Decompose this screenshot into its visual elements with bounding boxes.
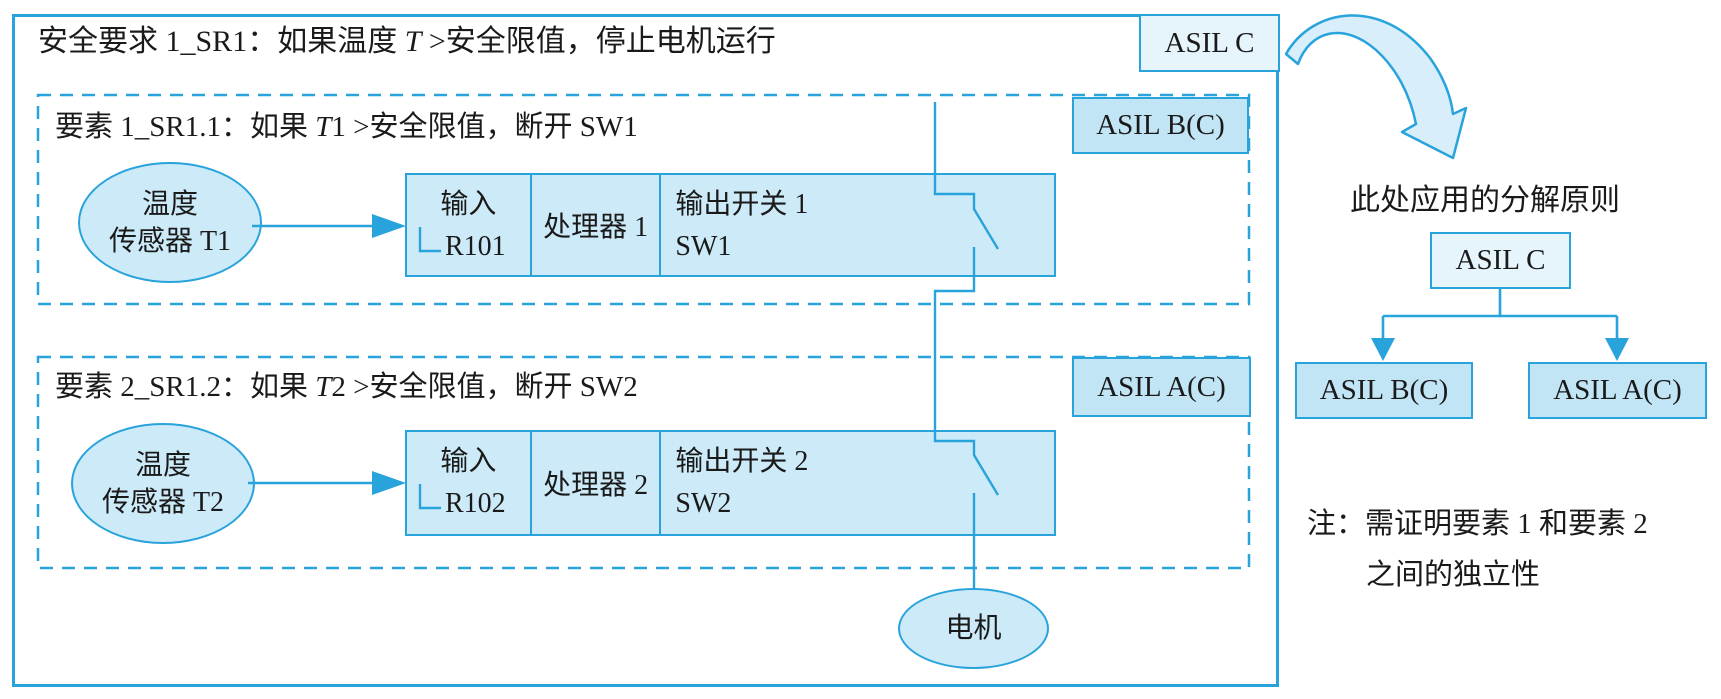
sensor1-label-line1: 温度 <box>141 188 198 220</box>
element2-asil-badge: ASIL A(C) <box>1072 357 1251 417</box>
safety-requirement-title: 安全要求 1_SR1：如果温度 T >安全限值，停止电机运行 <box>38 25 776 59</box>
title-text-post: >安全限值，停止电机运行 <box>421 25 776 58</box>
temperature-sensor-2-ellipse: 温度 传感器 T2 <box>71 423 255 544</box>
sensor2-label-line1: 温度 <box>134 449 191 481</box>
element2-channel-block: 输入 R102 处理器 2 输出开关 2 SW2 <box>405 430 1056 536</box>
element2-processor-cell: 处理器 2 <box>529 432 660 534</box>
tree-right-asil-ac-box: ASIL A(C) <box>1528 362 1707 419</box>
tree-root-asil-c-box: ASIL C <box>1430 232 1571 289</box>
element1-header-pre: 要素 1_SR1.1：如果 <box>55 111 316 143</box>
title-variable-T: T <box>404 25 422 58</box>
tree-connector <box>1371 289 1629 361</box>
decomposition-caption: 此处应用的分解原则 <box>1350 184 1620 217</box>
independence-note-line1: 注：需证明要素 1 和要素 2 <box>1307 508 1648 540</box>
element1-input-label: 输入 <box>440 189 497 220</box>
tree-arrowhead-left-icon <box>1371 338 1395 361</box>
motor-label: 电机 <box>945 613 1002 644</box>
element1-switch-cell: 输出开关 1 SW1 <box>659 175 1054 275</box>
element1-channel-block: 输入 R101 处理器 1 输出开关 1 SW1 <box>405 173 1056 277</box>
sensor2-label-line2: 传感器 T2 <box>101 486 225 518</box>
tree-right-label: ASIL A(C) <box>1553 374 1682 406</box>
element1-asil-badge: ASIL B(C) <box>1072 97 1249 154</box>
element2-switch-label: 输出开关 2 <box>675 446 809 477</box>
sensor1-label-line2: 传感器 T1 <box>108 225 232 257</box>
asil-c-badge: ASIL C <box>1139 14 1280 72</box>
element1-switch-id: SW1 <box>675 231 732 262</box>
temperature-sensor-1-ellipse: 温度 传感器 T1 <box>78 162 262 283</box>
element1-switch-label: 输出开关 1 <box>675 189 809 220</box>
asil-c-badge-label: ASIL C <box>1164 26 1255 59</box>
element1-header-post: 1 >安全限值，断开 SW1 <box>331 111 638 143</box>
curved-arrow-icon <box>1284 14 1468 160</box>
tree-root-label: ASIL C <box>1455 244 1546 276</box>
element2-header: 要素 2_SR1.2：如果 T2 >安全限值，断开 SW2 <box>55 371 638 404</box>
element2-input-label: 输入 <box>440 446 497 477</box>
element1-input-cell: 输入 R101 <box>407 175 530 275</box>
element1-header: 要素 1_SR1.1：如果 T1 >安全限值，断开 SW1 <box>55 111 638 144</box>
element2-header-pre: 要素 2_SR1.2：如果 <box>55 371 316 403</box>
element2-header-post: 2 >安全限值，断开 SW2 <box>331 371 638 403</box>
title-text-pre: 安全要求 1_SR1：如果温度 <box>38 25 405 58</box>
element2-switch-id: SW2 <box>675 488 732 519</box>
element2-input-cell: 输入 R102 <box>407 432 530 534</box>
element1-header-variable: T <box>315 111 332 143</box>
element2-header-variable: T <box>315 371 332 403</box>
element2-processor-label: 处理器 2 <box>543 470 649 501</box>
motor-ellipse: 电机 <box>898 588 1049 669</box>
element2-switch-cell: 输出开关 2 SW2 <box>659 432 1054 534</box>
tree-left-label: ASIL B(C) <box>1319 374 1449 406</box>
element1-input-id: R101 <box>445 231 506 262</box>
tree-left-asil-bc-box: ASIL B(C) <box>1295 362 1473 419</box>
element2-input-id: R102 <box>445 488 506 519</box>
element2-asil-label: ASIL A(C) <box>1097 370 1226 403</box>
tree-arrowhead-right-icon <box>1605 338 1629 361</box>
element1-processor-cell: 处理器 1 <box>529 175 660 275</box>
element1-asil-label: ASIL B(C) <box>1096 109 1225 141</box>
element1-processor-label: 处理器 1 <box>543 212 649 243</box>
independence-note-line2: 之间的独立性 <box>1366 559 1541 591</box>
